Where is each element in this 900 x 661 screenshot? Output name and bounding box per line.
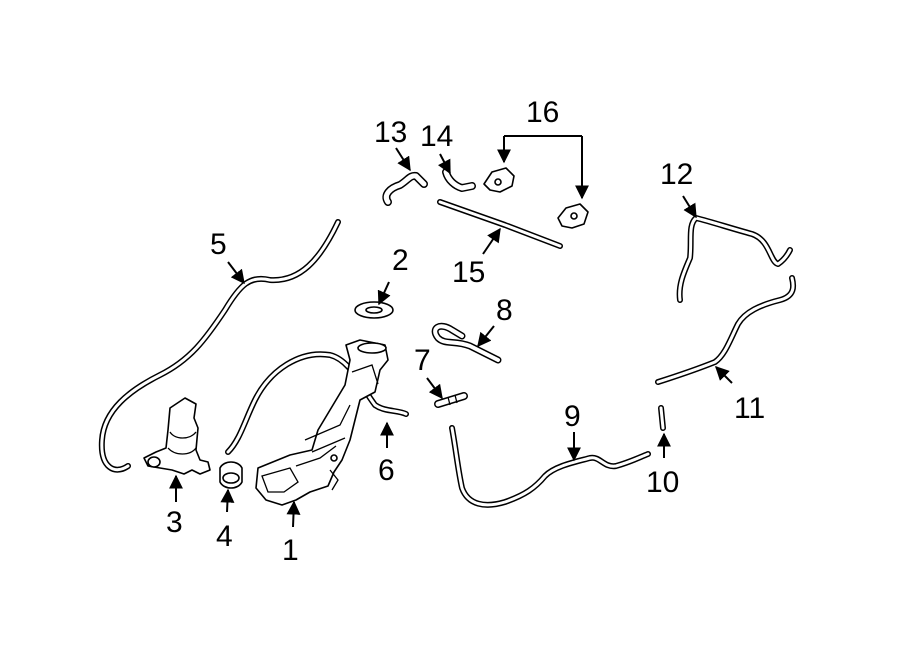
callout-12: 12	[660, 158, 693, 191]
callout-4: 4	[216, 520, 233, 553]
part-2-seal	[354, 301, 394, 319]
callout-11: 11	[734, 392, 765, 425]
part-14-hose	[442, 168, 476, 192]
callout-3: 3	[166, 506, 183, 539]
callout-6: 6	[378, 454, 395, 487]
callout-14: 14	[420, 120, 453, 153]
part-1-reservoir	[255, 339, 389, 506]
part-13-hose	[382, 171, 428, 206]
part-4-grommet	[219, 461, 243, 489]
callout-16: 16	[526, 96, 559, 129]
callout-9: 9	[564, 400, 581, 433]
part-12-hose	[676, 215, 793, 303]
callout-15: 15	[452, 256, 485, 289]
part-6-hose	[225, 351, 409, 455]
callout-labels: 1 2 3 4 5 6 7 8 9 10 11 12 13 14 15 16	[166, 96, 765, 567]
callout-5: 5	[210, 228, 227, 261]
part-9-hose	[449, 425, 651, 508]
part-15-hose	[437, 199, 563, 249]
part-5-hose	[98, 219, 341, 473]
part-8-hose	[431, 322, 502, 364]
part-7-connector	[434, 392, 468, 408]
callout-1: 1	[282, 534, 299, 567]
part-3-pump	[143, 397, 211, 475]
callout-arrows	[169, 135, 733, 528]
part-11-hose	[655, 275, 797, 385]
callout-13: 13	[374, 116, 407, 149]
callout-2: 2	[392, 244, 409, 277]
callout-8: 8	[496, 294, 513, 327]
callout-10: 10	[646, 466, 679, 499]
callout-7: 7	[414, 344, 431, 377]
part-16-nozzles	[483, 167, 589, 229]
part-10-hose	[658, 405, 666, 431]
